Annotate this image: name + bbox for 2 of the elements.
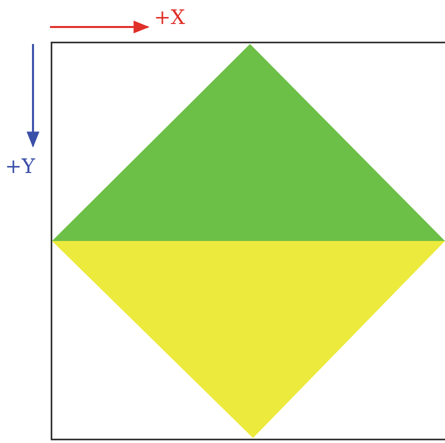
axis-label: +Y <box>5 155 35 177</box>
axis-label: +X <box>154 6 185 28</box>
